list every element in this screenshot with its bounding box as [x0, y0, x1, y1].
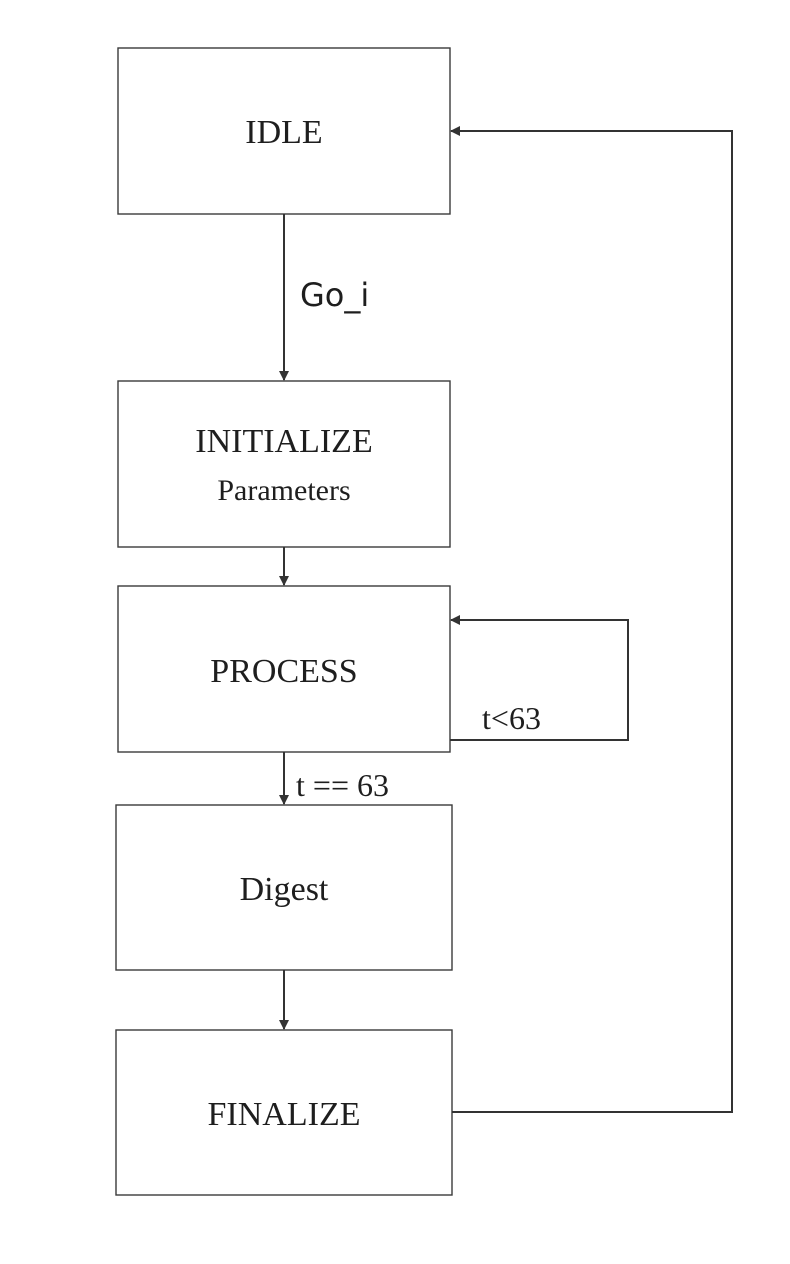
state-initialize-label: INITIALIZE: [195, 423, 372, 460]
transition-process-loop: t<63: [450, 615, 629, 741]
state-process-box: [117, 585, 451, 753]
transition-idle-to-initialize: Go_i: [279, 214, 369, 381]
transition-label-t-equals-63: t == 63: [296, 767, 389, 803]
state-idle-box: [117, 47, 451, 215]
state-finalize-label: FINALIZE: [208, 1096, 361, 1133]
state-digest-box: [115, 804, 453, 971]
state-digest: Digest: [115, 804, 453, 971]
transition-finalize-to-idle: [450, 126, 733, 1113]
state-initialize-sublabel: Parameters: [217, 474, 350, 507]
arrow-process-self-loop: [450, 615, 629, 741]
transition-process-to-digest: t == 63: [279, 752, 389, 805]
state-finalize-box: [115, 1029, 453, 1196]
state-initialize: INITIALIZE Parameters: [117, 380, 451, 548]
arrow-finalize-to-idle: [450, 126, 733, 1113]
transition-label-go-i: Go_i: [300, 276, 369, 314]
state-process: PROCESS: [117, 585, 451, 753]
state-idle: IDLE: [117, 47, 451, 215]
state-initialize-box: [117, 380, 451, 548]
state-finalize: FINALIZE: [115, 1029, 453, 1196]
state-idle-label: IDLE: [245, 114, 322, 151]
transition-label-t-less-63: t<63: [482, 700, 541, 736]
state-digest-label: Digest: [240, 871, 329, 908]
state-process-label: PROCESS: [210, 653, 357, 690]
